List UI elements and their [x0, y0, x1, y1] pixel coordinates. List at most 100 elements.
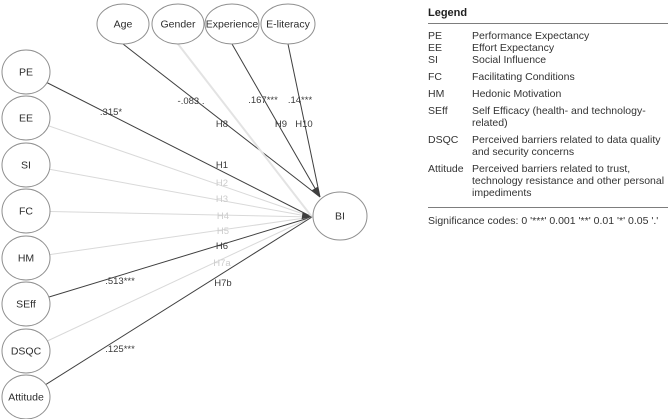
legend-term: SI [428, 54, 438, 66]
node-SEff-shape [1, 281, 51, 327]
node-DSQC-label: DSQC [11, 346, 42, 358]
legend-definition: Self Efficacy (health- and technology-re… [472, 105, 646, 129]
edge-Age-BI [122, 43, 321, 198]
node-E-literacy: E-literacy [260, 3, 316, 45]
legend-term: Attitude [428, 163, 464, 175]
node-EE-label: EE [19, 113, 33, 125]
node-Age: Age [96, 3, 150, 45]
edge-Experience-BI [231, 43, 321, 198]
node-PE-label: PE [19, 67, 33, 79]
significance-divider [428, 207, 668, 208]
legend-entry-SEff: SEff Self Efficacy (health- and technolog… [428, 105, 668, 129]
path-label-315: .315* [100, 107, 122, 118]
legend-term: FC [428, 71, 442, 83]
edge-Attitude-BI [25, 216, 313, 398]
node-Attitude-label: Attitude [8, 392, 44, 404]
node-EE-shape [1, 95, 51, 141]
path-label-H1: H1 [216, 160, 228, 171]
node-FC-shape [1, 188, 51, 234]
node-SI: SI [1, 142, 51, 188]
legend-entry-DSQC: DSQC Perceived barriers related to data q… [428, 134, 668, 158]
node-PE: PE [1, 49, 51, 95]
node-FC: FC [1, 188, 51, 234]
legend-entry-Attitude: Attitude Perceived barriers related to tr… [428, 163, 668, 199]
path-label-167: .167*** [248, 95, 278, 106]
edge-PE-BI [25, 71, 313, 218]
path-label-H9: H9 [275, 119, 287, 130]
path-label-H10: H10 [295, 119, 312, 130]
edge-SI-BI [25, 164, 313, 218]
path-label-H6: H6 [216, 241, 228, 252]
edge-Gender-BI [177, 43, 313, 218]
node-BI-shape [312, 191, 368, 241]
legend-definition: Perceived barriers related to trust,tech… [472, 163, 665, 199]
path-label-083: -.083 . [178, 96, 205, 107]
node-HM-shape [1, 235, 51, 281]
legend-term: PE [428, 30, 443, 42]
node-PE-shape [1, 49, 51, 95]
node-Attitude-shape [1, 374, 51, 419]
edge-DSQC-BI [25, 216, 313, 352]
edge-FC-BI [25, 210, 313, 218]
edge-SEff-BI [25, 216, 313, 305]
node-BI-label: BI [335, 211, 345, 223]
legend-definition: Facilitating Conditions [472, 71, 575, 83]
path-label-125: .125*** [105, 344, 135, 355]
path-label-513: .513*** [105, 276, 135, 287]
node-DSQC-shape [1, 328, 51, 374]
arrowhead-left [301, 212, 312, 220]
node-E-literacy-label: E-literacy [266, 19, 311, 31]
node-SEff-label: SEff [16, 299, 36, 311]
node-Attitude: Attitude [1, 374, 51, 419]
node-HM: HM [1, 235, 51, 281]
path-label-H7a: H7a [213, 258, 231, 269]
path-label-H8: H8 [216, 119, 228, 130]
node-Gender: Gender [151, 3, 205, 45]
node-E-literacy-shape [260, 3, 316, 45]
legend-term: SEff [428, 105, 448, 117]
node-SEff: SEff [1, 281, 51, 327]
path-label-H3: H3 [216, 194, 228, 205]
legend-definition: Social Influence [472, 54, 547, 66]
node-Experience-label: Experience [206, 19, 259, 31]
node-DSQC: DSQC [1, 328, 51, 374]
path-label-H5: H5 [217, 226, 229, 237]
node-Age-label: Age [114, 19, 133, 31]
legend-term: EE [428, 42, 443, 54]
significance-codes: Significance codes: 0 '***' 0.001 '**' 0… [428, 215, 659, 227]
edge-EE-BI [25, 117, 313, 218]
legend-term: HM [428, 88, 445, 100]
arrowhead-top [311, 186, 320, 197]
node-EE: EE [1, 95, 51, 141]
legend-definition: Hedonic Motivation [472, 88, 562, 100]
node-Gender-label: Gender [160, 19, 196, 31]
legend-definition: Performance Expectancy [472, 30, 590, 42]
edge-HM-BI [25, 216, 313, 259]
edge-E-literacy-BI [287, 43, 321, 198]
path-label-H4: H4 [217, 211, 229, 222]
node-HM-label: HM [18, 253, 34, 265]
legend-definition: Perceived barriers related to data quali… [472, 134, 661, 158]
node-BI: BI [312, 191, 368, 241]
node-FC-label: FC [19, 206, 33, 218]
legend-entry-EE: EE Effort Expectancy [428, 42, 668, 54]
legend-definition: Effort Expectancy [472, 42, 555, 54]
node-SI-label: SI [21, 160, 31, 172]
legend-title: Legend [428, 7, 668, 24]
path-label-H7b: H7b [214, 278, 231, 289]
path-label-14: .14*** [288, 95, 313, 106]
node-Gender-shape [151, 3, 205, 45]
node-Experience-shape [204, 3, 260, 45]
node-Age-shape [96, 3, 150, 45]
legend-term: DSQC [428, 134, 459, 146]
node-SI-shape [1, 142, 51, 188]
legend-entry-PE: PE Performance Expectancy [428, 30, 668, 42]
node-Experience: Experience [204, 3, 260, 45]
legend-entry-HM: HM Hedonic Motivation [428, 88, 668, 100]
path-label-H2: H2 [216, 178, 228, 189]
legend-entry-FC: FC Facilitating Conditions [428, 71, 668, 83]
legend-entry-SI: SI Social Influence [428, 54, 668, 66]
